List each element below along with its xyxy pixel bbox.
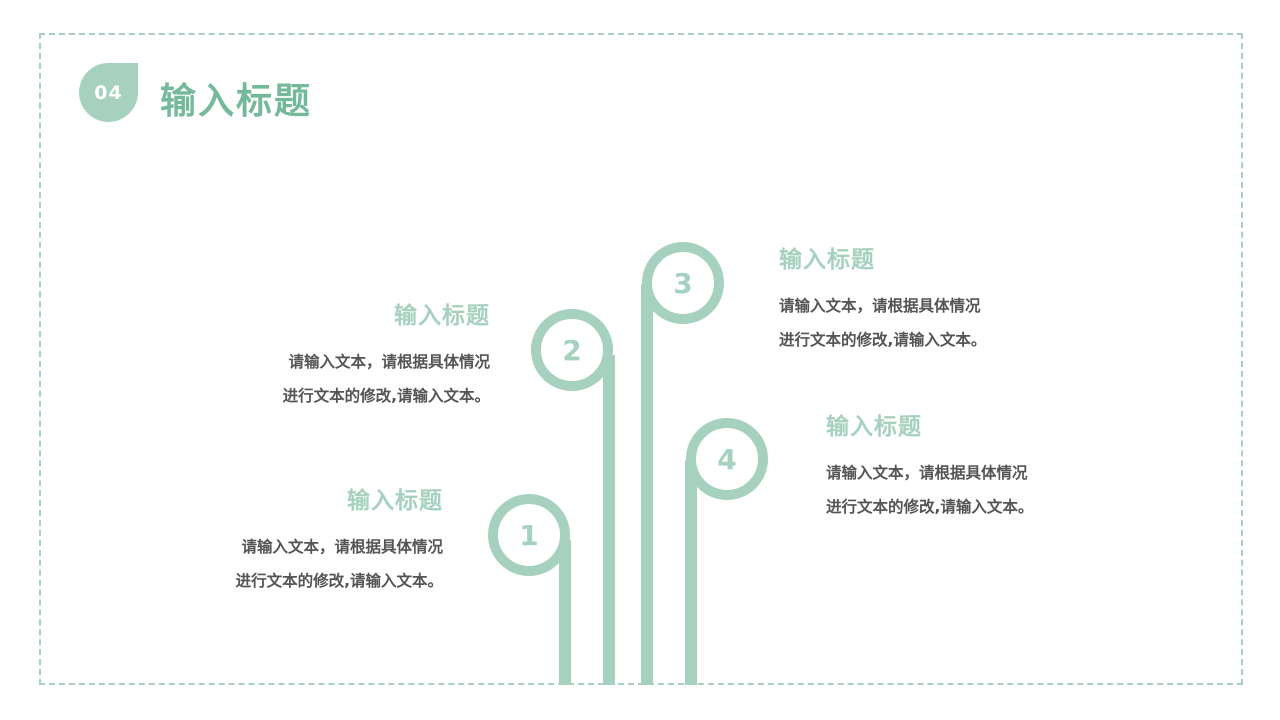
section-number-badge: 04 bbox=[79, 63, 138, 122]
node-4-text: 输入标题 请输入文本，请根据具体情况 进行文本的修改,请输入文本。 bbox=[826, 412, 1146, 524]
node-3-line-1: 请输入文本，请根据具体情况 bbox=[779, 297, 981, 315]
node-number-1: 1 bbox=[519, 519, 538, 552]
node-4-title: 输入标题 bbox=[826, 414, 922, 440]
node-1-line-2: 进行文本的修改,请输入文本。 bbox=[235, 572, 443, 590]
node-ring-2 bbox=[531, 309, 613, 391]
node-4-line-1: 请输入文本，请根据具体情况 bbox=[826, 464, 1028, 482]
node-1-text: 输入标题 请输入文本，请根据具体情况 进行文本的修改,请输入文本。 bbox=[123, 486, 443, 598]
node-1-line-1: 请输入文本，请根据具体情况 bbox=[241, 538, 443, 556]
node-3-text: 输入标题 请输入文本，请根据具体情况 进行文本的修改,请输入文本。 bbox=[779, 245, 1099, 357]
section-number: 04 bbox=[94, 81, 123, 104]
node-ring-1 bbox=[488, 494, 570, 576]
node-3-title: 输入标题 bbox=[779, 247, 875, 273]
node-1-title: 输入标题 bbox=[347, 488, 443, 514]
node-ring-3 bbox=[642, 242, 724, 324]
node-4-line-2: 进行文本的修改,请输入文本。 bbox=[826, 498, 1034, 516]
node-4-description: 请输入文本，请根据具体情况 进行文本的修改,请输入文本。 bbox=[826, 456, 1146, 524]
node-2-line-1: 请输入文本，请根据具体情况 bbox=[288, 353, 490, 371]
node-2-line-2: 进行文本的修改,请输入文本。 bbox=[282, 387, 490, 405]
page-title: 输入标题 bbox=[160, 81, 313, 122]
node-number-3: 3 bbox=[673, 267, 692, 300]
node-3-description: 请输入文本，请根据具体情况 进行文本的修改,请输入文本。 bbox=[779, 289, 1099, 357]
node-2-text: 输入标题 请输入文本，请根据具体情况 进行文本的修改,请输入文本。 bbox=[170, 301, 490, 413]
node-ring-4 bbox=[686, 418, 768, 500]
node-3-line-2: 进行文本的修改,请输入文本。 bbox=[779, 331, 987, 349]
node-number-4: 4 bbox=[717, 443, 736, 476]
node-2-description: 请输入文本，请根据具体情况 进行文本的修改,请输入文本。 bbox=[170, 345, 490, 413]
node-1-description: 请输入文本，请根据具体情况 进行文本的修改,请输入文本。 bbox=[123, 530, 443, 598]
node-number-2: 2 bbox=[562, 334, 581, 367]
node-2-title: 输入标题 bbox=[394, 303, 490, 329]
